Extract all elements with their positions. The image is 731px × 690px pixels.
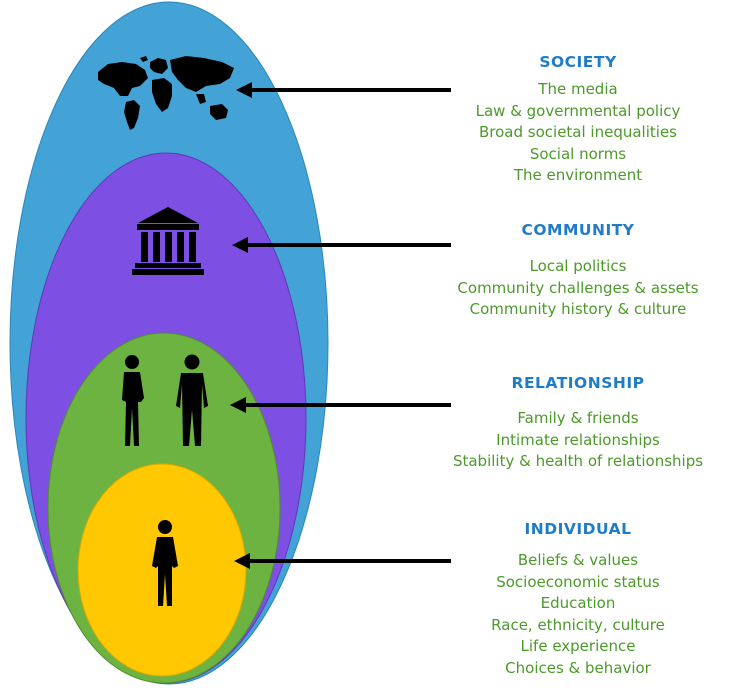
relationship-item: Stability & health of relationships [452, 452, 704, 470]
society-item: Broad societal inequalities [479, 123, 677, 141]
society-item: Law & governmental policy [475, 101, 681, 120]
relationship-arrow [230, 397, 451, 413]
community-arrow [232, 237, 451, 253]
community-title: COMMUNITY [521, 221, 635, 239]
relationship-items: Family & friends Intimate relationships … [430, 408, 726, 473]
relationship-title: RELATIONSHIP [511, 374, 645, 392]
individual-arrow [234, 553, 451, 569]
community-item: Community history & culture [469, 300, 687, 318]
relationship-panel: RELATIONSHIP Family & friends Intimate r… [430, 372, 726, 473]
relationship-item: Intimate relationships [496, 430, 660, 449]
society-title: SOCIETY [539, 53, 617, 71]
community-item: Local politics [529, 257, 627, 275]
individual-item: Choices & behavior [505, 658, 651, 677]
community-panel: COMMUNITY Local politics Community chall… [430, 219, 726, 321]
relationship-item: Family & friends [517, 409, 639, 427]
individual-item: Education [540, 594, 616, 612]
world-map-icon [98, 56, 234, 130]
society-panel: SOCIETY The media Law & governmental pol… [430, 51, 726, 187]
society-items: The media Law & governmental policy Broa… [430, 79, 726, 187]
individual-item: Life experience [520, 637, 636, 655]
community-item: Community challenges & assets [457, 278, 699, 297]
individual-panel: INDIVIDUAL Beliefs & values Socioeconomi… [430, 518, 726, 679]
person-icon [152, 520, 178, 606]
society-item: Social norms [529, 144, 627, 163]
government-building-icon [132, 207, 204, 275]
individual-item: Race, ethnicity, culture [491, 615, 665, 634]
society-item: The media [538, 80, 618, 98]
society-arrow [236, 82, 451, 98]
individual-item: Socioeconomic status [496, 572, 660, 591]
two-people-icon [122, 354, 208, 446]
individual-item: Beliefs & values [517, 551, 639, 569]
community-items: Local politics Community challenges & as… [430, 256, 726, 321]
individual-title: INDIVIDUAL [524, 520, 632, 538]
individual-items: Beliefs & values Socioeconomic status Ed… [430, 550, 726, 679]
society-item: The environment [513, 166, 643, 184]
